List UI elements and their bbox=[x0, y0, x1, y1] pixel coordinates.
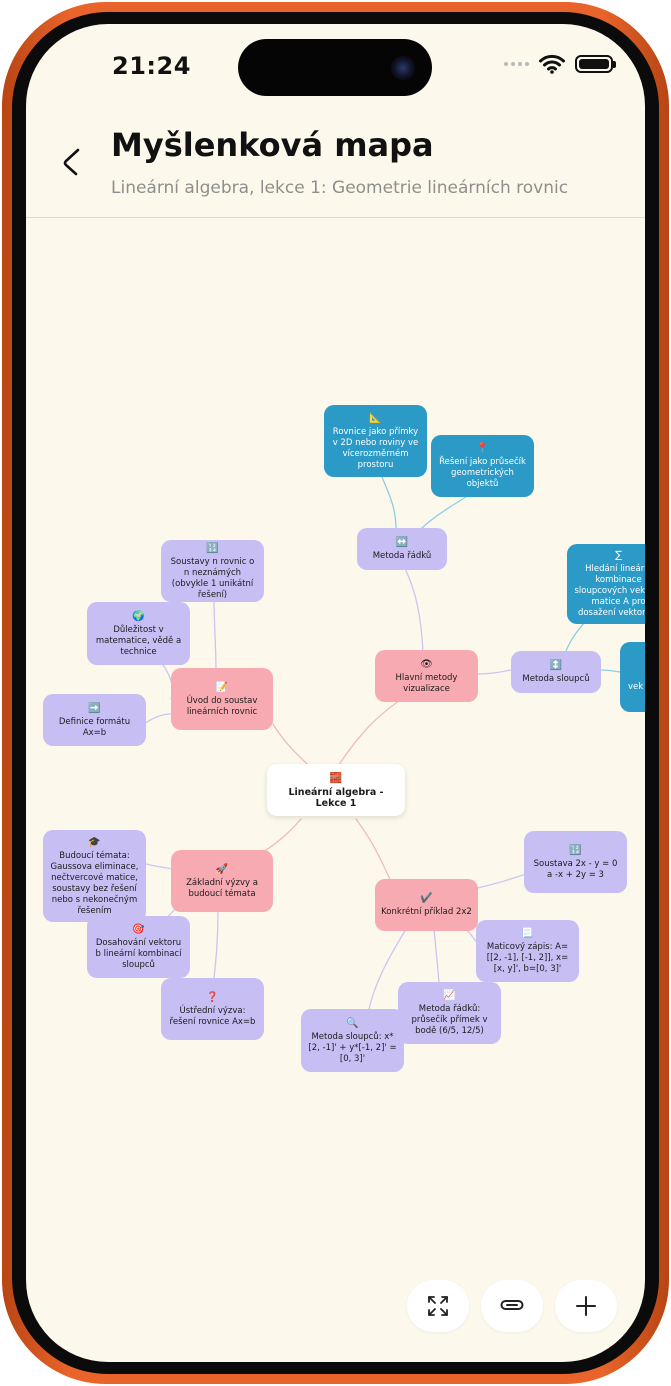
page-title: Myšlenková mapa bbox=[111, 126, 434, 164]
status-time: 21:24 bbox=[112, 52, 191, 80]
plus-icon bbox=[576, 1296, 596, 1316]
magnifier-icon: 🔍 bbox=[346, 1017, 359, 1029]
leaf-node-reseni-prusecik[interactable]: 📍 Řešení jako průsečík geometrických obj… bbox=[431, 435, 534, 497]
branch-node-priklad[interactable]: ✔️ Konkrétní příklad 2x2 bbox=[375, 879, 478, 931]
leaf-node-dosahovani[interactable]: 🎯 Dosahování vektoru b lineární kombinac… bbox=[87, 916, 190, 978]
chart-icon: 📈 bbox=[443, 990, 456, 1001]
leaf-node-definice[interactable]: ➡️ Definice formátu Ax=b bbox=[43, 694, 146, 746]
leaf-node-ustredni[interactable]: ❓ Ústřední výzva: řešení rovnice Ax=b bbox=[161, 978, 264, 1040]
question-icon: ❓ bbox=[206, 991, 219, 1003]
link-vyzvy-budouci bbox=[145, 863, 174, 870]
link-icon bbox=[500, 1300, 524, 1310]
link-root-metody bbox=[335, 693, 411, 770]
link-priklad-metodasloupcu bbox=[368, 928, 407, 1010]
arrow-right-icon: ➡️ bbox=[88, 702, 101, 714]
sigma-icon: ∑ bbox=[615, 550, 622, 561]
wifi-icon bbox=[539, 54, 565, 74]
link-vyzvy-ustredni bbox=[213, 911, 219, 980]
leaf-node-soustava-2x[interactable]: 🔢 Soustava 2x - y = 0 a -x + 2y = 3 bbox=[524, 831, 627, 893]
link-radku-reseni bbox=[420, 496, 467, 530]
battery-icon bbox=[575, 55, 616, 73]
leaf-node-dulezitost[interactable]: 🌍 Důležitost v matematice, vědě a techni… bbox=[87, 602, 190, 665]
left-right-arrow-icon: ↔️ bbox=[395, 537, 409, 548]
triangle-ruler-icon: 📐 bbox=[369, 412, 382, 424]
leaf-node-rovnice-primky[interactable]: 📐 Rovnice jako přímky v 2D nebo roviny v… bbox=[324, 405, 427, 477]
mindmap-connections bbox=[143, 473, 625, 1010]
leaf-node-maticovy[interactable]: 📃 Maticový zápis: A=[[2, -1], [-1, 2]], … bbox=[476, 920, 579, 982]
leaf-node-metoda-sloupcu[interactable]: ↕️ Metoda sloupců bbox=[511, 651, 601, 693]
globe-icon: 🌍 bbox=[132, 610, 145, 622]
link-metody-radku bbox=[400, 560, 424, 655]
zoom-in-button[interactable] bbox=[555, 1280, 617, 1332]
expand-icon bbox=[428, 1296, 448, 1316]
screen: 21:24 Myšlenková mapa Lineární algebra, … bbox=[26, 24, 645, 1362]
mindmap-root-node[interactable]: 🧱 Lineární algebra - Lekce 1 bbox=[267, 764, 405, 816]
leaf-node-budouci-temata[interactable]: 🎓 Budoucí témata: Gaussova eliminace, ne… bbox=[43, 830, 146, 922]
fit-to-screen-button[interactable] bbox=[407, 1280, 469, 1332]
link-uvod-definice bbox=[143, 713, 172, 725]
connect-button[interactable] bbox=[481, 1280, 543, 1332]
link-priklad-metodaradku bbox=[433, 928, 440, 985]
up-down-arrow-icon: ↕️ bbox=[549, 660, 563, 671]
eye-icon: 👁 bbox=[420, 658, 433, 670]
numbers-icon: 🔢 bbox=[206, 542, 219, 554]
branch-node-uvod[interactable]: 📝 Úvod do soustav lineárních rovnic bbox=[171, 668, 273, 730]
memo-icon: 📝 bbox=[215, 681, 229, 693]
leaf-node-soustavy-n[interactable]: 🔢 Soustavy n rovnic o n neznámých (obvyk… bbox=[161, 540, 264, 602]
document-icon: 📃 bbox=[521, 928, 534, 939]
target-icon: 🎯 bbox=[132, 924, 145, 935]
link-priklad-soustava bbox=[472, 873, 527, 890]
pin-icon: 📍 bbox=[476, 443, 489, 454]
status-icons bbox=[504, 54, 616, 74]
link-radku-rovnice bbox=[380, 473, 397, 530]
link-uvod-soustavy bbox=[213, 598, 217, 675]
back-chevron-icon[interactable] bbox=[56, 146, 90, 180]
signal-icon bbox=[504, 62, 529, 66]
numbers-icon: 🔢 bbox=[569, 844, 582, 856]
link-root-vyzvy bbox=[259, 818, 302, 855]
leaf-node-metoda-sloupcu-vypocet[interactable]: 🔍 Metoda sloupců: x*[2, -1]' + y*[-1, 2]… bbox=[301, 1009, 404, 1072]
leaf-node-hledani-kombinace[interactable]: ∑ Hledání lineární kombinace sloupcových… bbox=[567, 544, 645, 624]
branch-node-vyzvy[interactable]: 🚀 Základní výzvy a budoucí témata bbox=[171, 850, 273, 912]
branch-node-metody[interactable]: 👁 Hlavní metody vizualizace bbox=[375, 650, 478, 702]
link-metody-sloupcu bbox=[477, 669, 512, 675]
check-icon: ✔️ bbox=[420, 893, 433, 904]
dynamic-island bbox=[238, 39, 432, 96]
graduation-cap-icon: 🎓 bbox=[88, 836, 101, 848]
rocket-icon: 🚀 bbox=[215, 863, 229, 875]
page-subtitle: Lineární algebra, lekce 1: Geometrie lin… bbox=[111, 178, 569, 198]
leaf-node-vek-partial[interactable]: vek bbox=[620, 642, 645, 712]
leaf-node-metoda-radku[interactable]: ↔️ Metoda řádků bbox=[357, 528, 447, 570]
link-root-priklad bbox=[355, 818, 393, 885]
brick-icon: 🧱 bbox=[329, 772, 343, 784]
leaf-node-metoda-radku-prusecik[interactable]: 📈 Metoda řádků: průsečík přímek v bodě (… bbox=[398, 982, 501, 1044]
camera-icon bbox=[391, 56, 415, 80]
header-divider bbox=[26, 217, 645, 218]
